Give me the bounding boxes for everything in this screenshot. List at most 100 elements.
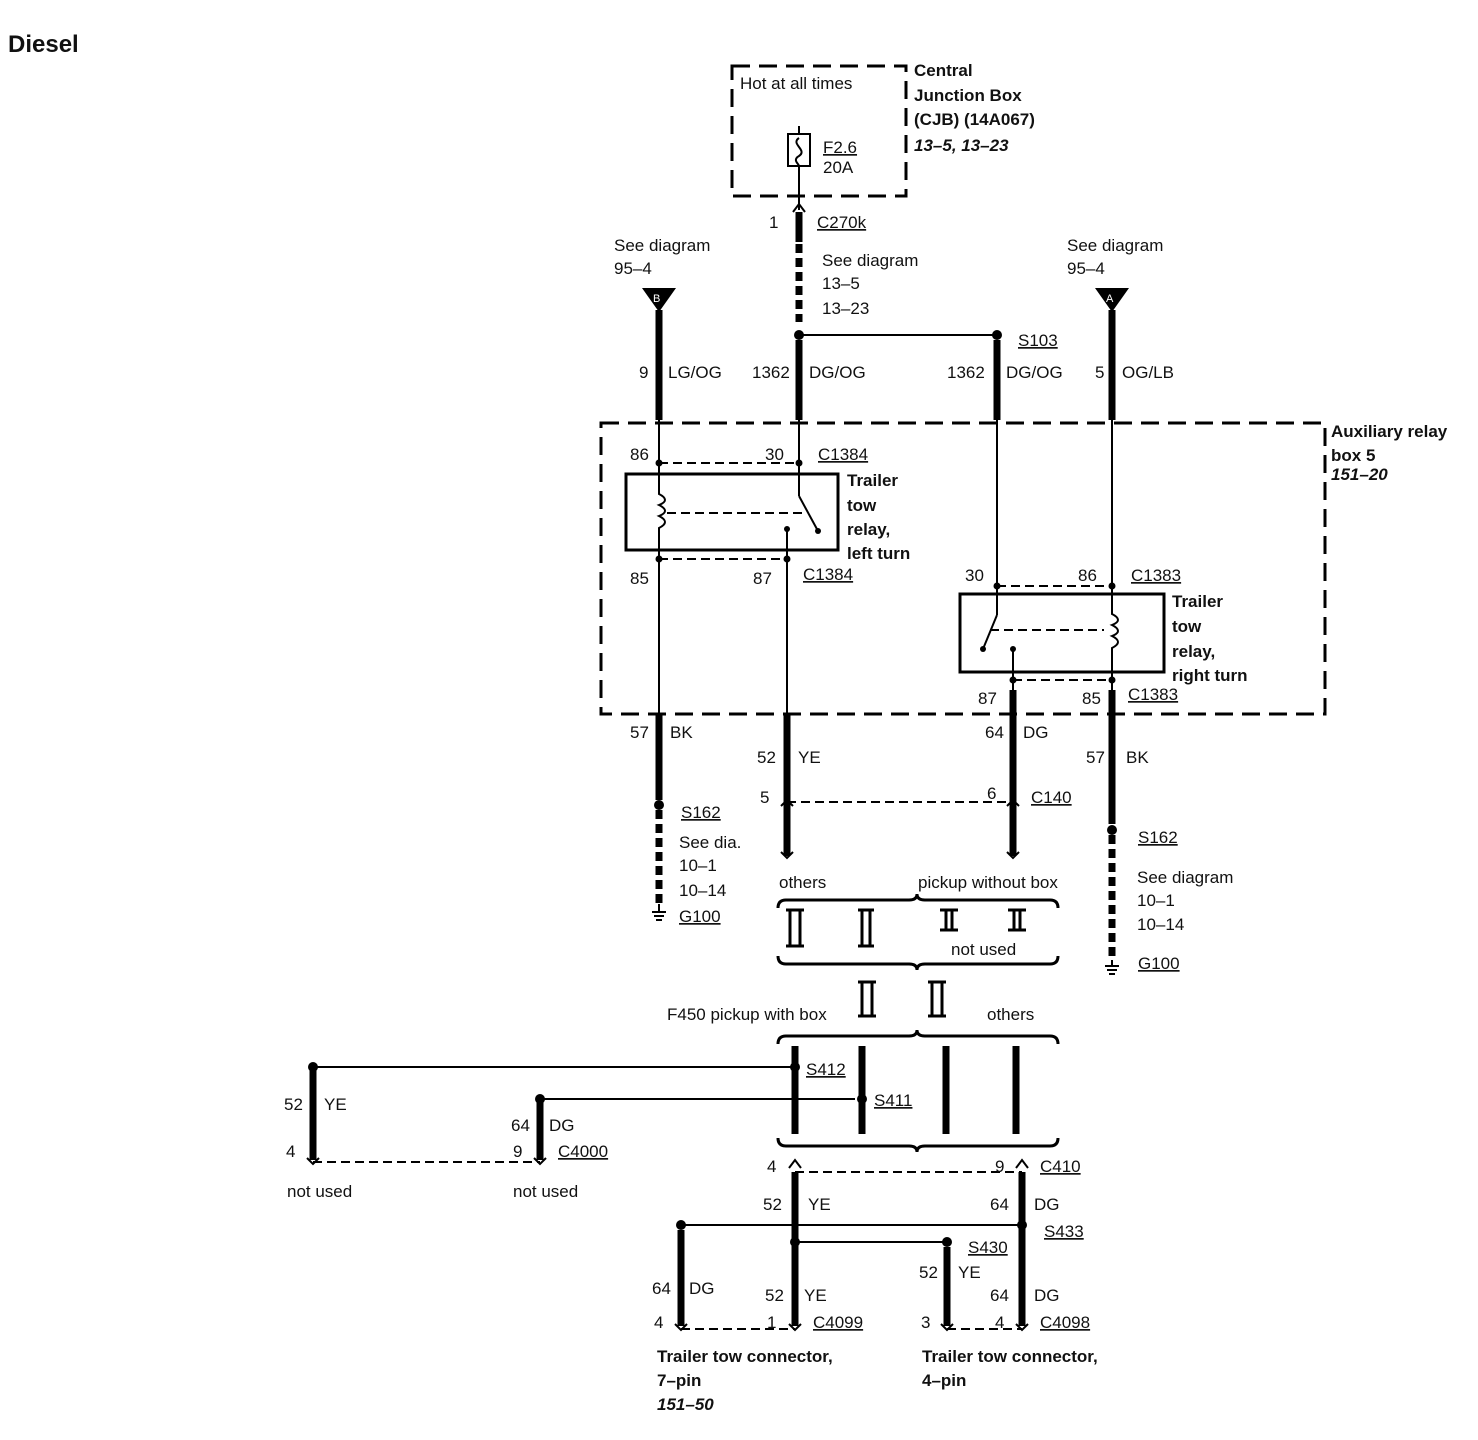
auxiliary-relay-box: Auxiliary relay box 5 151–20	[599, 421, 1448, 716]
s103-label: S103	[1018, 331, 1058, 350]
s162-right-see3: 10–14	[1137, 915, 1184, 934]
variant1-not-used: not used	[951, 940, 1016, 959]
cjb-hot-label: Hot at all times	[740, 74, 852, 93]
relay-right-label1: Trailer	[1172, 592, 1223, 611]
s412-label: S412	[806, 1060, 846, 1079]
cjb-name-line1: Central	[914, 61, 973, 80]
ground-icon	[1105, 960, 1119, 975]
c140-pin-right: 6	[987, 784, 996, 803]
s430-label: S430	[968, 1238, 1008, 1257]
relay-right-pin-86: 86	[1078, 566, 1097, 585]
see-13-line3: 13–23	[822, 299, 869, 318]
relay-left-label2: tow	[847, 496, 877, 515]
c270k-label: C270k	[817, 213, 867, 232]
variant-block-2: F450 pickup with box others S412 S411	[667, 1005, 1060, 1153]
see-13-line2: 13–5	[822, 274, 860, 293]
relay-right-pin-87: 87	[978, 689, 997, 708]
variant-block-1: others pickup without box not used	[776, 873, 1060, 971]
s162-left-see3: 10–14	[679, 881, 726, 900]
wire-dg-color: DG	[1023, 723, 1049, 742]
wire-ye-color: YE	[798, 748, 821, 767]
not-used-dg: 64 DG 9 C4000 not used	[313, 1094, 807, 1201]
c140-connector: 5 6 C140	[760, 784, 1072, 860]
aux-reference: 151–20	[1331, 465, 1388, 484]
variant2-f450: F450 pickup with box	[667, 1005, 827, 1024]
s162-right-label: S162	[1138, 828, 1178, 847]
ground-left-label: G100	[679, 907, 721, 926]
arrow-b-icon	[642, 288, 676, 312]
relay-right-connector-top: C1383	[1131, 566, 1181, 585]
relay-left-connector-top: C1384	[818, 445, 868, 464]
trailer-7pin-reference: 151–50	[657, 1395, 714, 1414]
variant1-others: others	[779, 873, 826, 892]
wire-dg-lower-color: DG	[1034, 1195, 1060, 1214]
arrow-a-icon	[1095, 288, 1129, 312]
cjb-name-line3: (CJB) (14A067)	[914, 110, 1035, 129]
c4000-label: C4000	[558, 1142, 608, 1161]
see-a-line2: 95–4	[1067, 259, 1105, 278]
wire-dg-og-left-num: 1362	[752, 363, 790, 382]
central-junction-box: Hot at all times Central Junction Box (C…	[730, 61, 1035, 198]
relay-left-turn: Trailer tow relay, left turn 86 30 85 87…	[624, 420, 910, 588]
c4099-pin-ye: 1	[767, 1313, 776, 1332]
wire-ye-lower-num: 52	[763, 1195, 782, 1214]
c140-pin-left: 5	[760, 788, 769, 807]
ground-icon	[652, 904, 666, 921]
c410-label: C410	[1040, 1157, 1081, 1176]
cjb-name-line2: Junction Box	[914, 86, 1022, 105]
aux-name-line2: box 5	[1331, 446, 1375, 465]
c4098-dg-num: 64	[990, 1286, 1009, 1305]
arrow-a-letter: A	[1106, 293, 1114, 305]
c4099-ye-num: 52	[765, 1286, 784, 1305]
relay-left-pin-85: 85	[630, 569, 649, 588]
not-used-dg-color: DG	[549, 1116, 575, 1135]
variant1-pickup: pickup without box	[918, 873, 1058, 892]
relay-right-label2: tow	[1172, 617, 1202, 636]
c410-connector: 4 9 C410	[767, 1157, 1081, 1176]
see-b-line1: See diagram	[614, 236, 710, 255]
relay-left-pin-87: 87	[753, 569, 772, 588]
c4099-pin-dg: 4	[654, 1313, 663, 1332]
not-used-ye-note: not used	[287, 1182, 352, 1201]
c4098-label: C4098	[1040, 1313, 1090, 1332]
c140-label: C140	[1031, 788, 1072, 807]
relay-left-pin-30: 30	[765, 445, 784, 464]
relay-left-label3: relay,	[847, 520, 890, 539]
relay-right-pin-30: 30	[965, 566, 984, 585]
wire-dg-og-left-color: DG/OG	[809, 363, 866, 382]
trailer-4pin-label2: 4–pin	[922, 1371, 966, 1390]
c4098-ye-num: 52	[919, 1263, 938, 1282]
c4099-dg-num: 64	[652, 1279, 671, 1298]
not-used-ye-num: 52	[284, 1095, 303, 1114]
relay-left-connector-bottom: C1384	[803, 565, 853, 584]
not-used-dg-num: 64	[511, 1116, 530, 1135]
not-used-dg-pin: 9	[513, 1142, 522, 1161]
wire-bk-left-num: 57	[630, 723, 649, 742]
wire-bk-right-num: 57	[1086, 748, 1105, 767]
wire-og-lb-num: 5	[1095, 363, 1104, 382]
trailer-7pin-label2: 7–pin	[657, 1371, 701, 1390]
wire-lg-og-color: LG/OG	[668, 363, 722, 382]
wire-bk-right-color: BK	[1126, 748, 1149, 767]
s162-left-label: S162	[681, 803, 721, 822]
relay-right-label4: right turn	[1172, 666, 1248, 685]
wire-og-lb-color: OG/LB	[1122, 363, 1174, 382]
see-b-line2: 95–4	[614, 259, 652, 278]
c270k-connector: 1 C270k	[769, 196, 867, 242]
trailer-7pin-label1: Trailer tow connector,	[657, 1347, 833, 1366]
not-used-dg-note: not used	[513, 1182, 578, 1201]
relay-right-turn: Trailer tow relay, right turn 30 86 87 8…	[958, 420, 1248, 708]
s411-label: S411	[874, 1091, 912, 1110]
see-a-line1: See diagram	[1067, 236, 1163, 255]
c410-pin-left: 4	[767, 1157, 776, 1176]
c4099-ye-color: YE	[804, 1286, 827, 1305]
cjb-reference: 13–5, 13–23	[914, 136, 1009, 155]
c4099-dg-color: DG	[689, 1279, 715, 1298]
wire-dg-lower-num: 64	[990, 1195, 1009, 1214]
c4098-pin-dg: 4	[995, 1313, 1004, 1332]
link-icon	[858, 980, 876, 1018]
s433-label: S433	[1044, 1222, 1084, 1241]
wire-bk-left-color: BK	[670, 723, 693, 742]
not-used-ye: 52 YE 4 not used	[284, 1062, 795, 1201]
